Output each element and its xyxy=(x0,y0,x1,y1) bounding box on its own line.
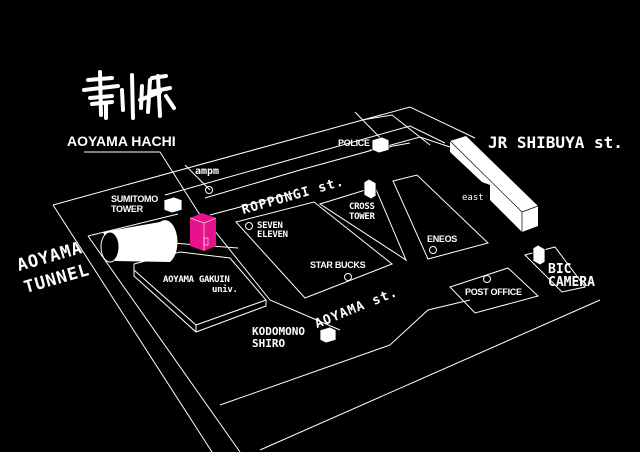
starbucks-label: STAR BUCKS xyxy=(310,260,366,270)
sumitomo-label-1: SUMITOMO xyxy=(111,194,158,204)
kodomono-building xyxy=(319,326,337,344)
police-label: POLICE xyxy=(338,138,370,148)
street-outline xyxy=(164,125,446,196)
street-outline xyxy=(52,106,476,206)
street-outline xyxy=(204,136,451,199)
street-outline xyxy=(259,299,601,451)
eneos-marker xyxy=(429,246,437,254)
seven-eleven-label-2: ELEVEN xyxy=(257,230,288,240)
cross-tower-building xyxy=(363,178,377,200)
block-aoyama-gakuin xyxy=(133,251,267,326)
street-outline xyxy=(361,114,431,146)
street-outline xyxy=(52,204,213,452)
ampm-label: ampm xyxy=(195,166,220,177)
seven-eleven-marker xyxy=(245,222,253,230)
tunnel xyxy=(103,220,178,262)
kodomono-label-2: SHIRO xyxy=(252,337,286,350)
sumitomo-building xyxy=(163,196,183,214)
sumitomo-label-2: TOWER xyxy=(111,204,143,214)
logo-calligraphy xyxy=(82,70,176,120)
bic-camera-label-2: CAMERA xyxy=(548,275,595,290)
leader-line xyxy=(84,151,201,216)
police-building xyxy=(371,136,390,154)
seven-eleven-label-1: SEVEN xyxy=(257,221,283,231)
aoyama-hachi-label: AOYAMA HACHI xyxy=(67,133,176,149)
street-outline xyxy=(87,235,241,452)
street-outline xyxy=(209,192,294,216)
east-exit-label: east xyxy=(462,193,484,203)
cross-tower-label-1: CROSS xyxy=(349,202,375,212)
street-outline xyxy=(87,213,179,237)
street-outline xyxy=(184,164,211,191)
aoyama-hachi-building xyxy=(189,213,217,251)
building-icons xyxy=(163,136,546,344)
post-office-marker xyxy=(483,275,491,283)
gakuin-label-1: AOYAMA GAKUIN xyxy=(163,275,230,285)
cross-tower-label-2: TOWER xyxy=(349,212,375,222)
bic-camera-label-1: BIC xyxy=(548,262,572,277)
block-post-office xyxy=(449,267,539,314)
block-eneos xyxy=(392,174,489,260)
street-outline xyxy=(209,224,341,331)
ampm-marker xyxy=(205,186,213,194)
eneos-label: ENEOS xyxy=(427,234,458,244)
starbucks-marker xyxy=(344,273,352,281)
post-office-label: POST OFFICE xyxy=(465,287,522,297)
street-outline xyxy=(219,299,471,406)
block-cross-tower xyxy=(318,186,408,262)
bic-building xyxy=(532,244,546,266)
gakuin-label-2: univ. xyxy=(212,285,238,295)
block-seven-eleven xyxy=(235,201,393,299)
kodomono-label-1: KODOMONO xyxy=(252,325,305,338)
jr-shibuya-station-label: JR SHIBUYA st. xyxy=(488,133,623,152)
